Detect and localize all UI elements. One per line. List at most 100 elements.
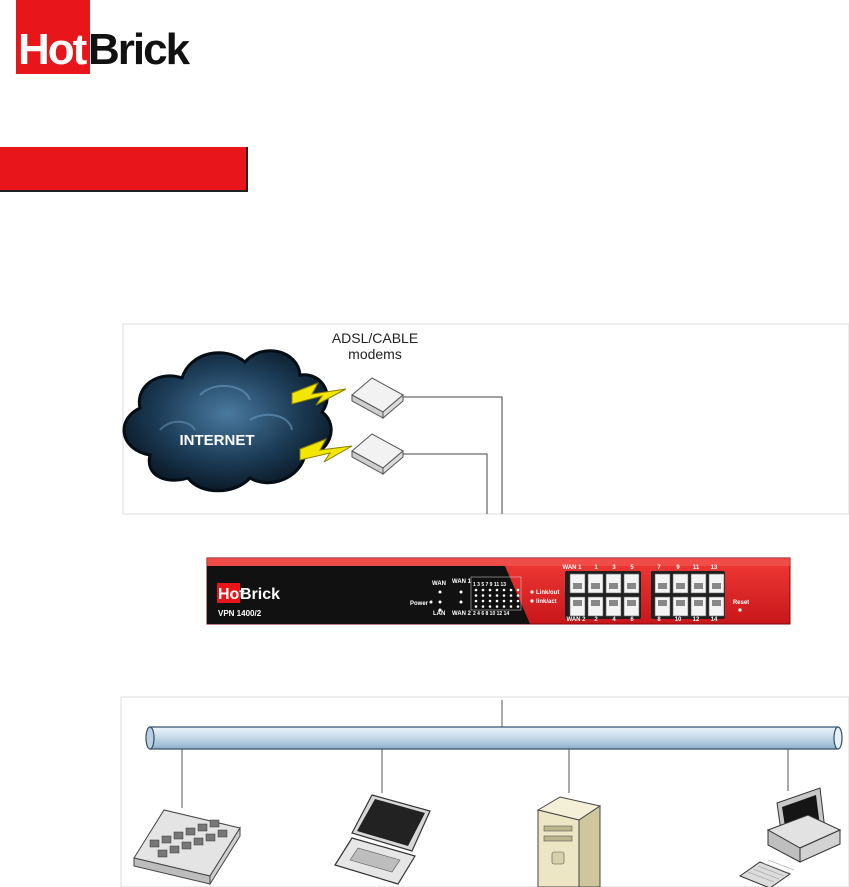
port-led	[516, 594, 520, 597]
port-led	[481, 605, 485, 608]
port-label: 14	[711, 617, 718, 623]
port-label: 4	[612, 617, 616, 623]
port-led	[488, 605, 492, 608]
jack-opening	[627, 600, 636, 606]
port-led	[516, 605, 520, 608]
led-wan2-label: WAN 2	[452, 611, 472, 617]
switch-port	[185, 827, 196, 836]
internet-label: INTERNET	[180, 432, 255, 449]
port-label: 7	[657, 565, 661, 571]
port-led	[474, 599, 478, 603]
led-lan-label: LAN	[433, 611, 445, 617]
ethernet-jack	[690, 596, 707, 617]
port-label: 5	[630, 565, 634, 571]
logo-hot-text: Hot	[18, 25, 87, 74]
hotbrick-logo: Hot Brick	[16, 0, 196, 74]
port-led	[502, 594, 506, 597]
port-led	[509, 594, 513, 597]
port-label: 1	[594, 565, 598, 571]
jack-opening	[694, 583, 703, 589]
port-led	[502, 588, 506, 592]
lightning-icon	[299, 438, 353, 463]
port-led	[516, 599, 520, 603]
port-led	[481, 599, 485, 603]
port-led	[488, 588, 492, 592]
jack-opening	[609, 600, 618, 606]
switch-port	[161, 835, 172, 844]
switch-port	[157, 849, 168, 858]
reset-label: Reset	[733, 600, 749, 606]
jack-opening	[712, 583, 721, 589]
port-label: 12	[693, 617, 700, 623]
port-label: 13	[711, 565, 718, 571]
internet-cloud-icon: INTERNET	[122, 349, 333, 493]
switch-port	[209, 819, 220, 828]
modem-cable	[403, 453, 488, 514]
legend-link-out: Link/out	[536, 590, 559, 596]
port-label: 2	[594, 617, 598, 623]
switch-port	[205, 833, 216, 842]
laptop-icon	[334, 794, 431, 885]
port-led	[509, 588, 513, 592]
port-led	[481, 594, 485, 597]
port-label: 11	[693, 565, 700, 571]
lan-backbone-pipe	[145, 726, 843, 750]
jack-opening	[573, 583, 582, 589]
jack-opening	[658, 583, 667, 589]
ethernet-jack	[708, 596, 725, 617]
switch-port	[217, 829, 228, 838]
port-led	[488, 594, 492, 597]
keyboard-key-row	[762, 862, 790, 874]
keyboard-key-row	[757, 865, 785, 877]
port-led	[516, 588, 520, 592]
led-wan1-label: WAN 1	[452, 579, 472, 585]
switch-port	[181, 841, 192, 850]
port-led	[509, 605, 513, 608]
keyboard-key-row	[767, 859, 795, 871]
jack-opening	[712, 600, 721, 606]
lightning-icon	[291, 382, 347, 406]
port-label: 10	[675, 617, 682, 623]
legend-link-act: link/act	[536, 599, 557, 605]
port-led	[509, 599, 513, 603]
port-led	[495, 588, 499, 592]
modems-label-line2: modems	[348, 346, 402, 362]
switch-port	[169, 845, 180, 854]
port-label-wan2: WAN 2	[566, 617, 586, 623]
port-led	[495, 599, 499, 603]
jack-opening	[627, 583, 636, 589]
logo-red-box	[16, 0, 90, 74]
ethernet-jack	[654, 596, 671, 617]
switch-port	[193, 837, 204, 846]
ethernet-jack	[605, 596, 622, 617]
led-top-numbers: 1 3 5 7 9 11 13	[473, 582, 506, 588]
port-led	[495, 605, 499, 608]
device-brand-brick: Brick	[240, 586, 280, 603]
port-led	[474, 594, 478, 597]
port-led	[488, 599, 492, 603]
red-banner	[0, 147, 248, 192]
modem-cable	[403, 396, 503, 514]
port-led-grid	[474, 588, 520, 608]
reset-button	[738, 608, 742, 612]
jack-opening	[694, 600, 703, 606]
device-model: VPN 1400/2	[218, 609, 262, 618]
port-label: 8	[657, 617, 661, 623]
modems-label-line1: ADSL/CABLE	[332, 330, 418, 346]
jack-opening	[676, 583, 685, 589]
port-led	[481, 588, 485, 592]
port-led	[474, 605, 478, 608]
jack-opening	[591, 600, 600, 606]
ethernet-jack	[623, 596, 640, 617]
modem-icon	[351, 377, 404, 420]
jack-opening	[573, 600, 582, 606]
desktop-computer-icon	[738, 787, 842, 887]
switch-port	[149, 839, 160, 848]
ethernet-jack	[569, 596, 586, 617]
jack-opening	[658, 600, 667, 606]
lower-frame	[120, 696, 849, 887]
port-label-wan1: WAN 1	[562, 565, 582, 571]
port-led	[495, 594, 499, 597]
ethernet-jack	[672, 596, 689, 617]
